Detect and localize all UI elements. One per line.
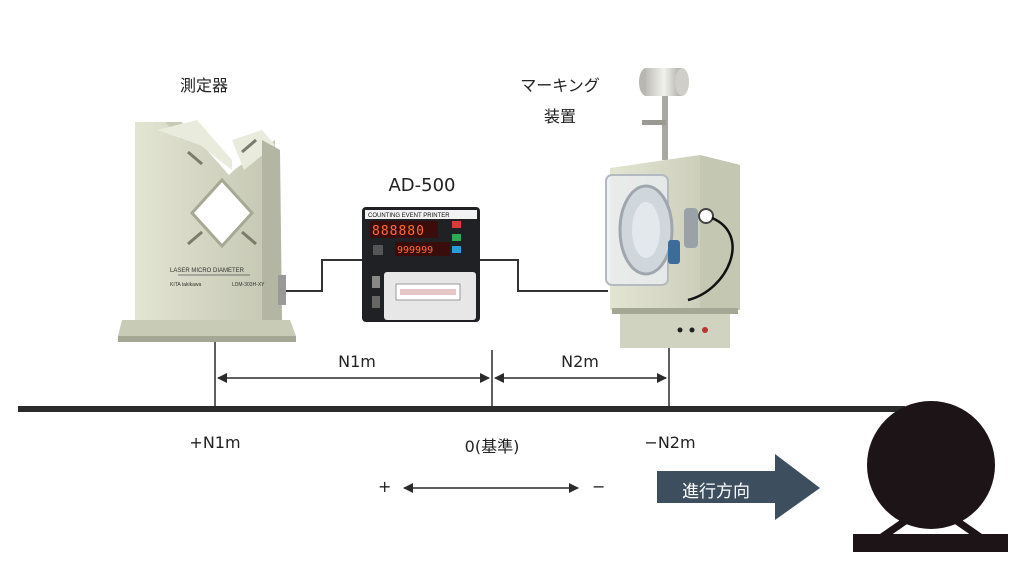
laser-device-title: LASER MICRO DIAMETER bbox=[170, 268, 245, 274]
printer-preset-display: 999999 bbox=[397, 245, 433, 256]
laser-device-model: LDM-303H-XY bbox=[232, 282, 265, 288]
direction-arrow bbox=[657, 454, 820, 520]
marking-device-label-line1: マーキング bbox=[520, 76, 600, 95]
cable-left bbox=[282, 259, 362, 292]
distance-n2-label: N2m bbox=[561, 352, 599, 371]
printer-model-label: AD-500 bbox=[388, 175, 456, 196]
take-up-reel bbox=[853, 401, 1008, 552]
distance-n1-label: N1m bbox=[338, 352, 376, 371]
measuring-device-illustration bbox=[118, 120, 296, 342]
sign-plus-label: + bbox=[378, 477, 392, 496]
printer-header-text: COUNTING EVENT PRINTER bbox=[368, 213, 450, 219]
laser-device-brand: KITA takikawa bbox=[170, 282, 202, 288]
position-plus-n1-label: +N1m bbox=[189, 433, 241, 452]
position-minus-n2-label: −N2m bbox=[644, 433, 696, 452]
marking-device-label-line2: 装置 bbox=[543, 107, 576, 126]
measuring-device-label: 測定器 bbox=[180, 76, 229, 95]
printer-illustration bbox=[362, 207, 480, 322]
sign-minus-label: − bbox=[592, 477, 606, 496]
marking-device-illustration bbox=[605, 68, 740, 348]
cable-right bbox=[480, 259, 608, 292]
position-zero-label: 0(基準) bbox=[464, 437, 520, 456]
direction-label: 進行方向 bbox=[682, 482, 750, 502]
printer-counter-display: 888880 bbox=[372, 224, 425, 239]
